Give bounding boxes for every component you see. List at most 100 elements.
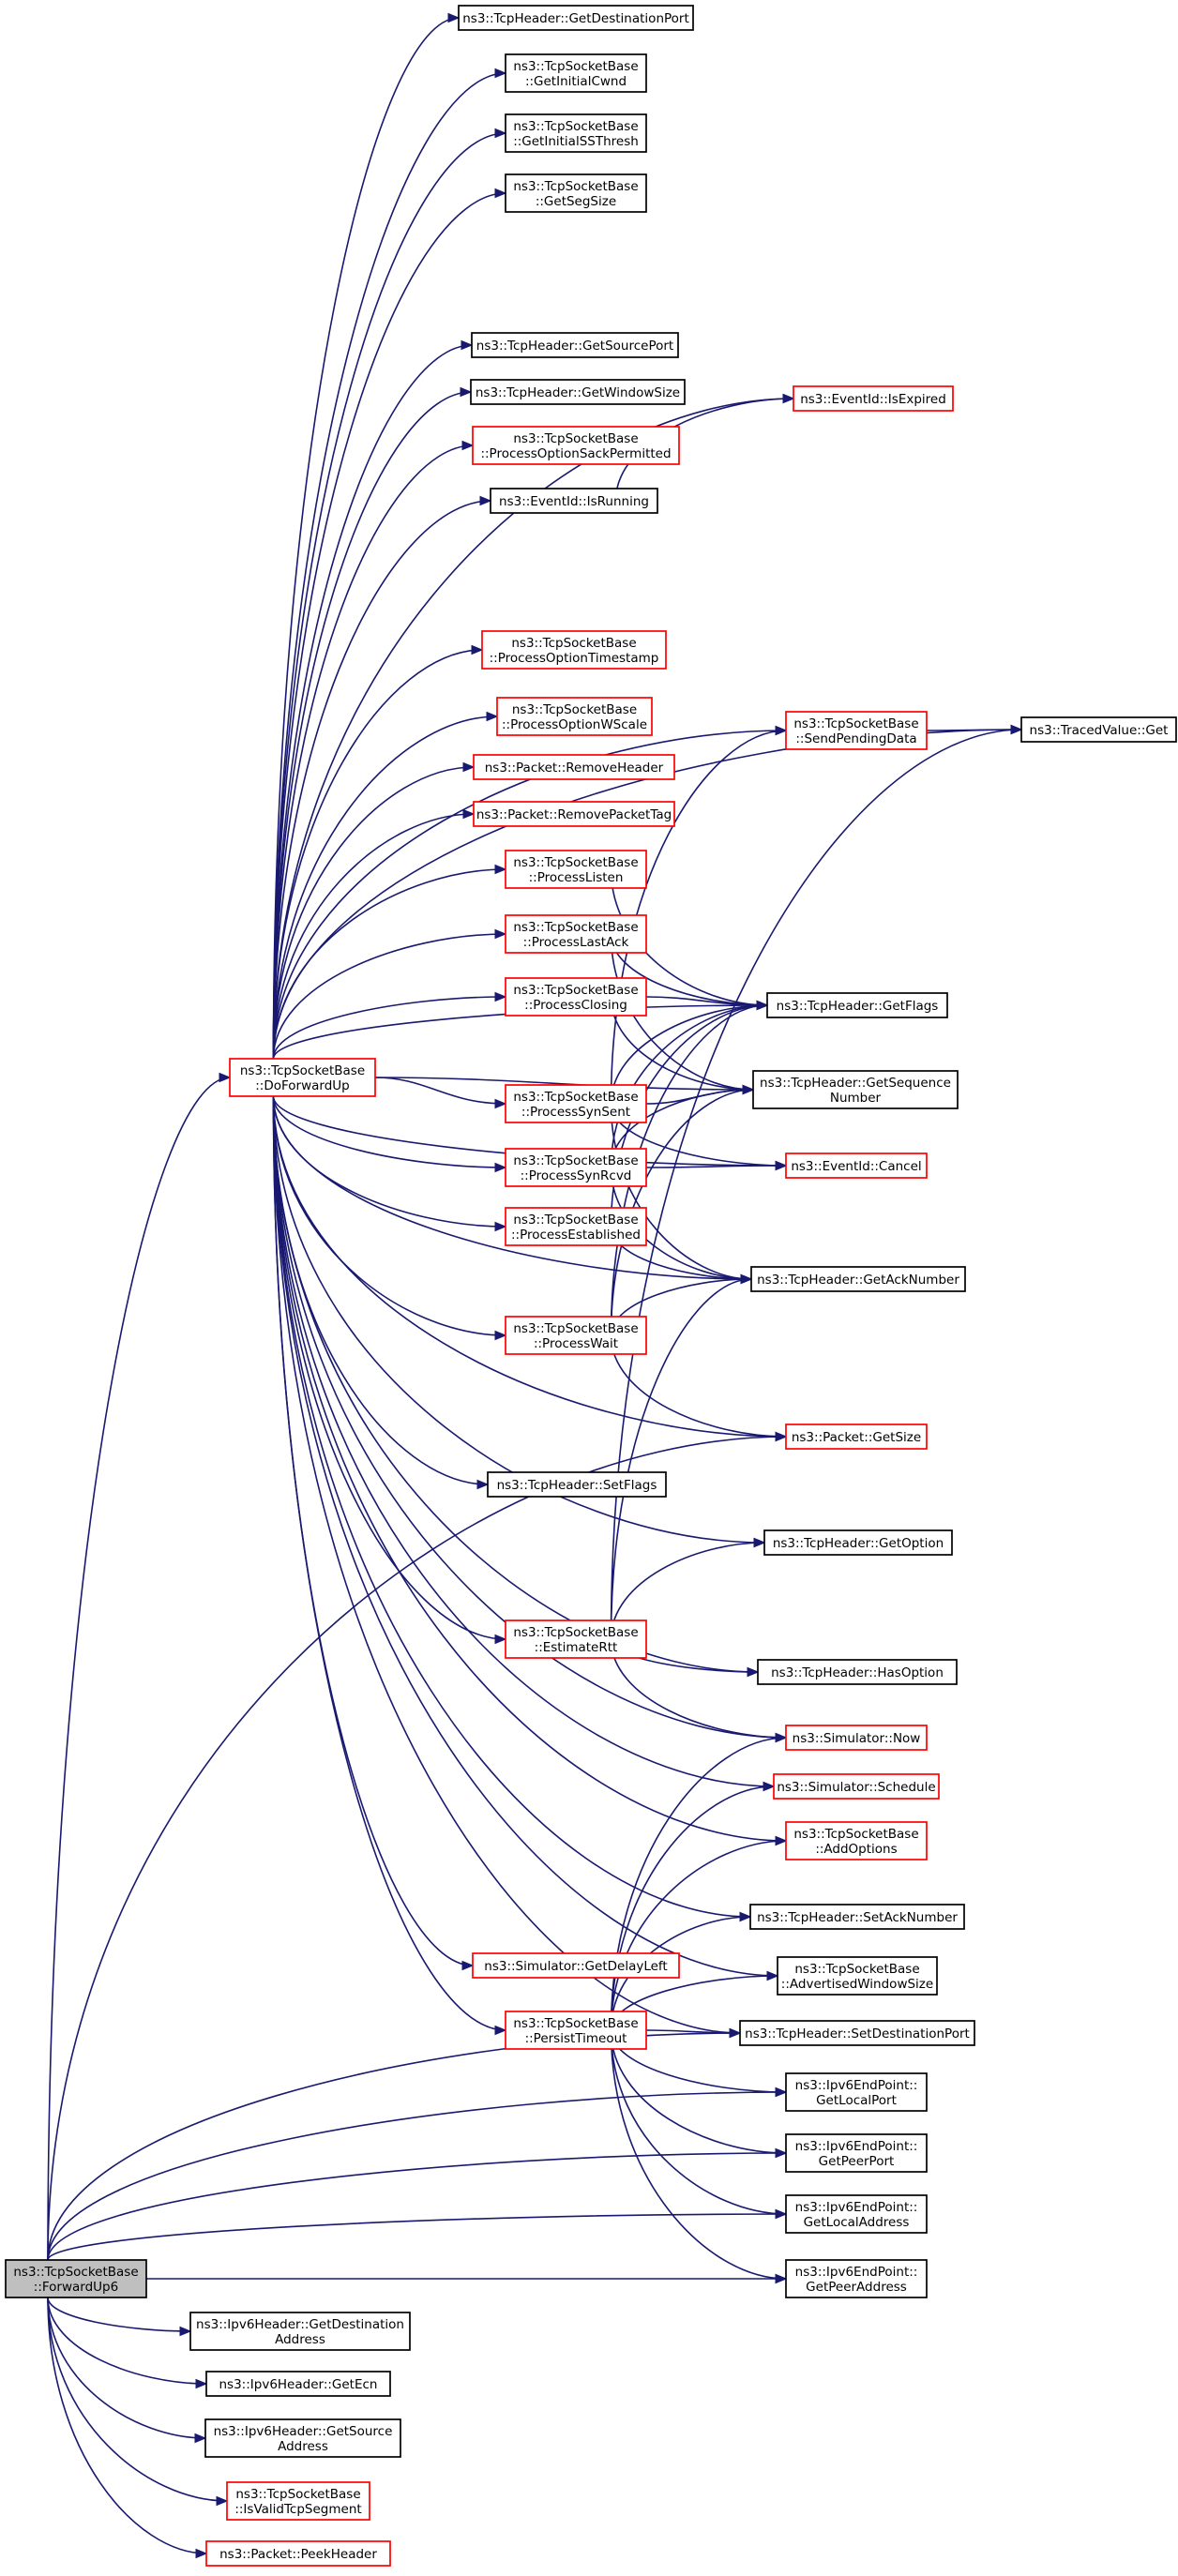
graph-node-psp[interactable]: ns3::TcpSocketBase::ProcessOptionSackPer…: [472, 426, 680, 465]
node-box: [470, 379, 686, 405]
arrowhead-dfu-to-gdp: [447, 12, 461, 23]
graph-node-pli[interactable]: ns3::TcpSocketBase::ProcessListen: [505, 850, 647, 889]
edge-pla-to-gsn: [610, 933, 754, 1091]
graph-node-ert[interactable]: ns3::TcpSocketBase::EstimateRtt: [505, 1619, 647, 1659]
graph-node-ssc[interactable]: ns3::Simulator::Schedule: [773, 1773, 940, 1800]
edge-ert-to-gop: [610, 1542, 765, 1640]
node-label: ns3::TcpHeader::GetAckNumber: [757, 1273, 959, 1288]
node-box: [750, 1266, 966, 1292]
graph-node-sgd[interactable]: ns3::Simulator::GetDelayLeft: [472, 1952, 680, 1979]
graph-node-gpa[interactable]: ns3::Ipv6EndPoint::GetPeerAddress: [785, 2259, 928, 2298]
arrowhead-eir-to-eie: [782, 393, 795, 404]
edges-layer: [47, 12, 1023, 2559]
graph-node-ige[interactable]: ns3::Ipv6Header::GetEcn: [205, 2371, 391, 2397]
node-box: [785, 2133, 928, 2173]
graph-node-gan[interactable]: ns3::TcpHeader::GetAckNumber: [750, 1266, 966, 1292]
arrowhead-pto-to-gpa: [775, 2273, 788, 2284]
node-label: ns3::TcpSocketBase: [513, 1321, 638, 1336]
node-label: ::ProcessEstablished: [511, 1228, 641, 1243]
graph-node-sdp[interactable]: ns3::TcpHeader::SetDestinationPort: [739, 2020, 975, 2046]
node-label: Address: [275, 2332, 325, 2347]
node-box: [505, 914, 647, 954]
graph-node-glp[interactable]: ns3::Ipv6EndPoint::GetLocalPort: [785, 2072, 928, 2112]
edge-fwd6-to-pgs: [47, 1436, 787, 2261]
graph-node-gop[interactable]: ns3::TcpHeader::GetOption: [763, 1529, 953, 1556]
graph-node-gis[interactable]: ns3::TcpSocketBase::GetInitialSSThresh: [505, 113, 647, 153]
node-box: [505, 977, 647, 1017]
graph-node-pto[interactable]: ns3::TcpSocketBase::PersistTimeout: [505, 2011, 647, 2050]
edge-pto-to-gpa: [610, 2029, 787, 2280]
graph-node-pes[interactable]: ns3::TcpSocketBase::ProcessEstablished: [505, 1207, 647, 1246]
graph-node-gic[interactable]: ns3::TcpSocketBase::GetInitialCwnd: [505, 53, 647, 93]
graph-node-pla[interactable]: ns3::TcpSocketBase::ProcessLastAck: [505, 914, 647, 954]
edge-dfu-to-san: [272, 1095, 751, 1918]
node-label: ns3::TcpSocketBase: [793, 716, 918, 731]
graph-node-pot[interactable]: ns3::TcpSocketBase::ProcessOptionTimesta…: [481, 630, 667, 670]
graph-node-pss[interactable]: ns3::TcpSocketBase::ProcessSynSent: [505, 1084, 647, 1123]
graph-node-prt[interactable]: ns3::Packet::RemovePacketTag: [473, 801, 675, 827]
graph-node-dfu[interactable]: ns3::TcpSocketBase::DoForwardUp: [229, 1058, 376, 1097]
graph-node-gws[interactable]: ns3::TcpHeader::GetWindowSize: [470, 379, 686, 405]
graph-node-gpp[interactable]: ns3::Ipv6EndPoint::GetPeerPort: [785, 2133, 928, 2173]
graph-node-fwd6[interactable]: ns3::TcpSocketBase::ForwardUp6: [5, 2259, 147, 2298]
node-label: ns3::Ipv6EndPoint::: [795, 2265, 918, 2280]
graph-node-eca[interactable]: ns3::EventId::Cancel: [785, 1152, 928, 1179]
arrowhead-dfu-to-sfl: [476, 1479, 490, 1490]
graph-node-ado[interactable]: ns3::TcpSocketBase::AddOptions: [785, 1821, 928, 1860]
node-label: ::ProcessListen: [529, 870, 624, 885]
graph-node-snw[interactable]: ns3::Simulator::Now: [785, 1725, 928, 1751]
edge-fwd6-to-igs: [47, 2297, 206, 2439]
graph-node-psr[interactable]: ns3::TcpSocketBase::ProcessSynRcvd: [505, 1148, 647, 1187]
graph-node-pgs[interactable]: ns3::Packet::GetSize: [785, 1424, 928, 1450]
edge-pto-to-sdp: [645, 2029, 741, 2034]
arrowhead-psr-to-eca: [775, 1160, 788, 1171]
node-label: ns3::Ipv6Header::GetDestination: [196, 2317, 404, 2332]
node-label: ns3::TcpSocketBase: [240, 1063, 365, 1078]
graph-node-pow[interactable]: ns3::TcpSocketBase::ProcessOptionWScale: [496, 697, 653, 736]
graph-node-pcl[interactable]: ns3::TcpSocketBase::ProcessClosing: [505, 977, 647, 1017]
graph-node-gss[interactable]: ns3::TcpSocketBase::GetSegSize: [505, 173, 647, 213]
edge-pss-to-gfl: [610, 1004, 768, 1105]
edge-pto-to-gpp: [610, 2029, 787, 2154]
graph-node-eir[interactable]: ns3::EventId::IsRunning: [490, 488, 658, 514]
edge-dfu-to-gan: [272, 1095, 752, 1280]
node-box: [763, 1529, 953, 1556]
graph-node-gla[interactable]: ns3::Ipv6EndPoint::GetLocalAddress: [785, 2194, 928, 2234]
node-box: [505, 1619, 647, 1659]
graph-node-hop[interactable]: ns3::TcpHeader::HasOption: [757, 1659, 958, 1685]
edge-ert-to-tvg: [610, 729, 1022, 1640]
node-box: [785, 2259, 928, 2298]
edge-psr-to-gfl: [610, 1004, 768, 1168]
graph-node-aws[interactable]: ns3::TcpSocketBase::AdvertisedWindowSize: [777, 1956, 938, 1996]
graph-node-gsp[interactable]: ns3::TcpHeader::GetSourcePort: [471, 332, 679, 358]
graph-node-pph[interactable]: ns3::Packet::PeekHeader: [205, 2540, 391, 2567]
arrowhead-pwa-to-pgs: [775, 1431, 788, 1442]
node-box: [785, 1725, 928, 1751]
node-label: ::GetInitialCwnd: [525, 74, 627, 89]
graph-node-pwa[interactable]: ns3::TcpSocketBase::ProcessWait: [505, 1316, 647, 1355]
edge-fwd6-to-sdp: [47, 2032, 741, 2261]
graph-node-tvg[interactable]: ns3::TracedValue::Get: [1020, 716, 1177, 743]
node-label: ns3::TcpHeader::HasOption: [771, 1665, 944, 1680]
graph-node-gdp[interactable]: ns3::TcpHeader::GetDestinationPort: [458, 5, 694, 31]
node-box: [473, 801, 675, 827]
graph-node-prh[interactable]: ns3::Packet::RemoveHeader: [473, 754, 675, 780]
node-label: ns3::TcpHeader::GetSequence: [760, 1076, 951, 1091]
graph-node-spd[interactable]: ns3::TcpSocketBase::SendPendingData: [785, 711, 928, 750]
edge-dfu-to-gis: [272, 132, 506, 1060]
graph-node-sfl[interactable]: ns3::TcpHeader::SetFlags: [487, 1471, 667, 1498]
node-label: ::PersistTimeout: [525, 2031, 627, 2046]
arrowhead-pto-to-snw: [775, 1732, 788, 1743]
graph-node-san[interactable]: ns3::TcpHeader::SetAckNumber: [749, 1904, 965, 1930]
node-box: [505, 850, 647, 889]
arrowhead-dfu-to-pow: [486, 711, 499, 722]
graph-node-gfl[interactable]: ns3::TcpHeader::GetFlags: [766, 992, 948, 1018]
arrowhead-ert-to-tvg: [1010, 724, 1023, 735]
edge-fwd6-to-igd: [47, 2297, 191, 2332]
graph-node-eie[interactable]: ns3::EventId::IsExpired: [793, 385, 954, 412]
graph-node-ivs[interactable]: ns3::TcpSocketBase::IsValidTcpSegment: [226, 2481, 370, 2521]
